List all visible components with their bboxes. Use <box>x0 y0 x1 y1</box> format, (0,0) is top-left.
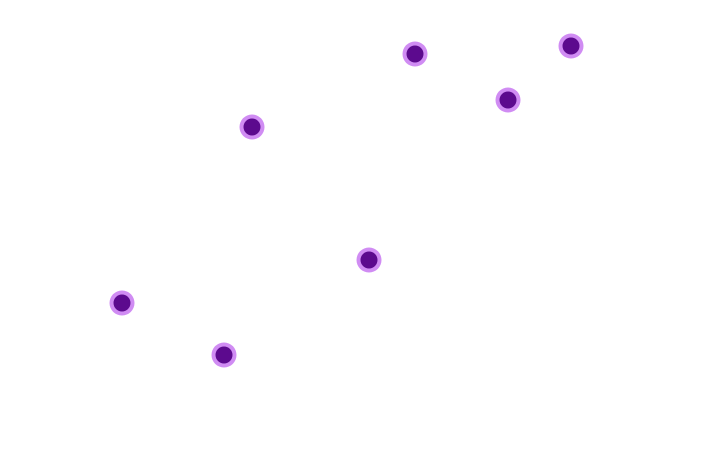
scatter-point <box>402 41 428 67</box>
scatter-point <box>239 114 265 140</box>
scatter-point <box>558 33 584 59</box>
scatter-point-marker <box>360 251 378 269</box>
scatter-point-marker <box>243 118 261 136</box>
scatter-point-marker <box>562 37 580 55</box>
scatter-point-marker <box>406 45 424 63</box>
scatter-point <box>211 342 237 368</box>
points-layer <box>109 33 584 368</box>
scatter-point <box>495 87 521 113</box>
scatter-point-marker <box>113 294 131 312</box>
scatter-point-marker <box>499 91 517 109</box>
scatter-point <box>356 247 382 273</box>
scatter-point-marker <box>215 346 233 364</box>
scatter-point <box>109 290 135 316</box>
